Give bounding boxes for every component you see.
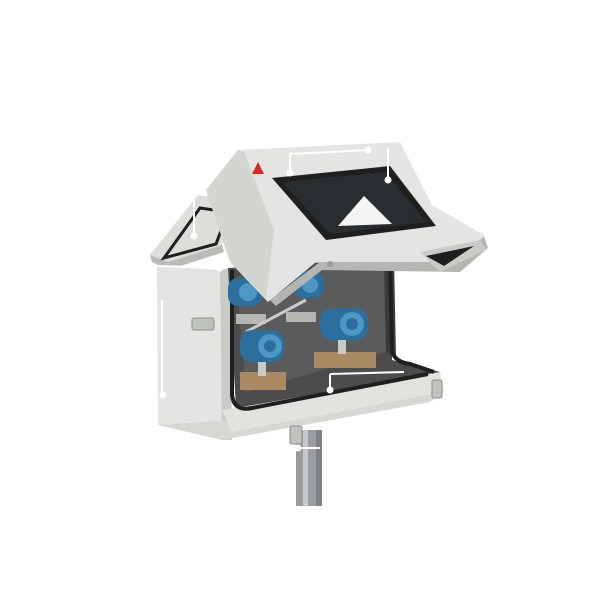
callout-marker-icon: [286, 169, 294, 177]
callout-mounting-plate: [159, 300, 167, 399]
right-gasket: [388, 257, 435, 374]
side-panel: [157, 266, 222, 440]
bottom-latch-left: [289, 425, 303, 445]
fitting-upper-right: [286, 312, 316, 322]
latches: [191, 317, 443, 445]
callouts: [157, 146, 405, 452]
pole-shadow: [316, 430, 322, 506]
manifold-left: [240, 372, 286, 390]
side-latch: [191, 317, 215, 331]
lid-bolt: [327, 261, 333, 267]
front-gasket: [230, 270, 429, 411]
callout-top-window-left: [286, 154, 294, 177]
pole-highlight: [303, 430, 308, 506]
manifold-assembly: [236, 298, 376, 390]
callout-marker-icon: [364, 146, 372, 154]
side-panel-edge: [220, 268, 232, 440]
window-reflection: [338, 196, 392, 226]
callout-top-window-right: [289, 146, 372, 155]
callout-marker-icon: [190, 232, 198, 240]
callout-side-panel: [157, 264, 224, 272]
transmitter-front-left: [240, 330, 284, 362]
callout-marker-icon: [294, 444, 302, 452]
left-lid-edge: [150, 245, 224, 270]
right-lid-flap-gasket: [426, 246, 474, 266]
valve-stem-right: [338, 338, 346, 354]
callout-marker-icon: [384, 176, 392, 184]
bottom-latch-right: [431, 379, 443, 399]
top-lid-front-face: [206, 150, 274, 300]
transmitter-front-right: [320, 308, 368, 340]
window-glass: [282, 172, 426, 234]
callout-pole-mount: [294, 444, 320, 452]
bottom-front-lip: [222, 372, 444, 432]
callout-marker-icon: [216, 264, 224, 272]
top-lid-rim: [270, 236, 488, 306]
callout-window-glass: [384, 148, 392, 184]
manifold-right: [314, 352, 376, 368]
callout-marker-icon: [326, 386, 334, 394]
callout-left-lid: [190, 198, 198, 240]
top-lid: [206, 142, 488, 306]
tubing: [245, 298, 307, 334]
warning-triangle-icon: [252, 162, 264, 174]
fitting-upper-left: [236, 314, 266, 324]
valve-stem-left: [258, 360, 266, 376]
callout-manifold: [326, 371, 405, 394]
callout-marker-icon: [159, 391, 167, 399]
